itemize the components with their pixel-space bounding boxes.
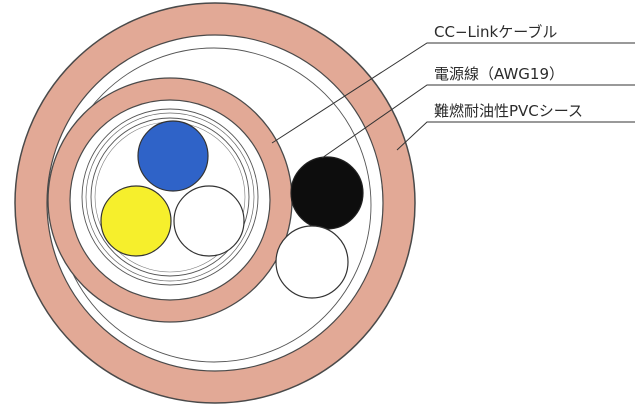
label-cc-link-cable: CC−Linkケーブル [434, 23, 557, 41]
leader-line-power-wire [321, 84, 635, 159]
core-white [173, 185, 245, 257]
core-blue [137, 120, 209, 192]
power-wire-white [275, 225, 349, 299]
cc-link-shield-ring-3 [90, 117, 250, 277]
label-power-wire: 電源線（AWG19） [434, 65, 564, 83]
leader-line-cc-link [271, 42, 635, 144]
core-yellow [100, 185, 172, 257]
cc-link-shield-ring-1 [81, 108, 259, 286]
leader-line-sheath [396, 121, 635, 151]
cc-link-shield-ring-2 [85, 112, 255, 282]
power-wire-black [290, 156, 364, 230]
label-sheath: 難燃耐油性PVCシース [434, 102, 583, 120]
